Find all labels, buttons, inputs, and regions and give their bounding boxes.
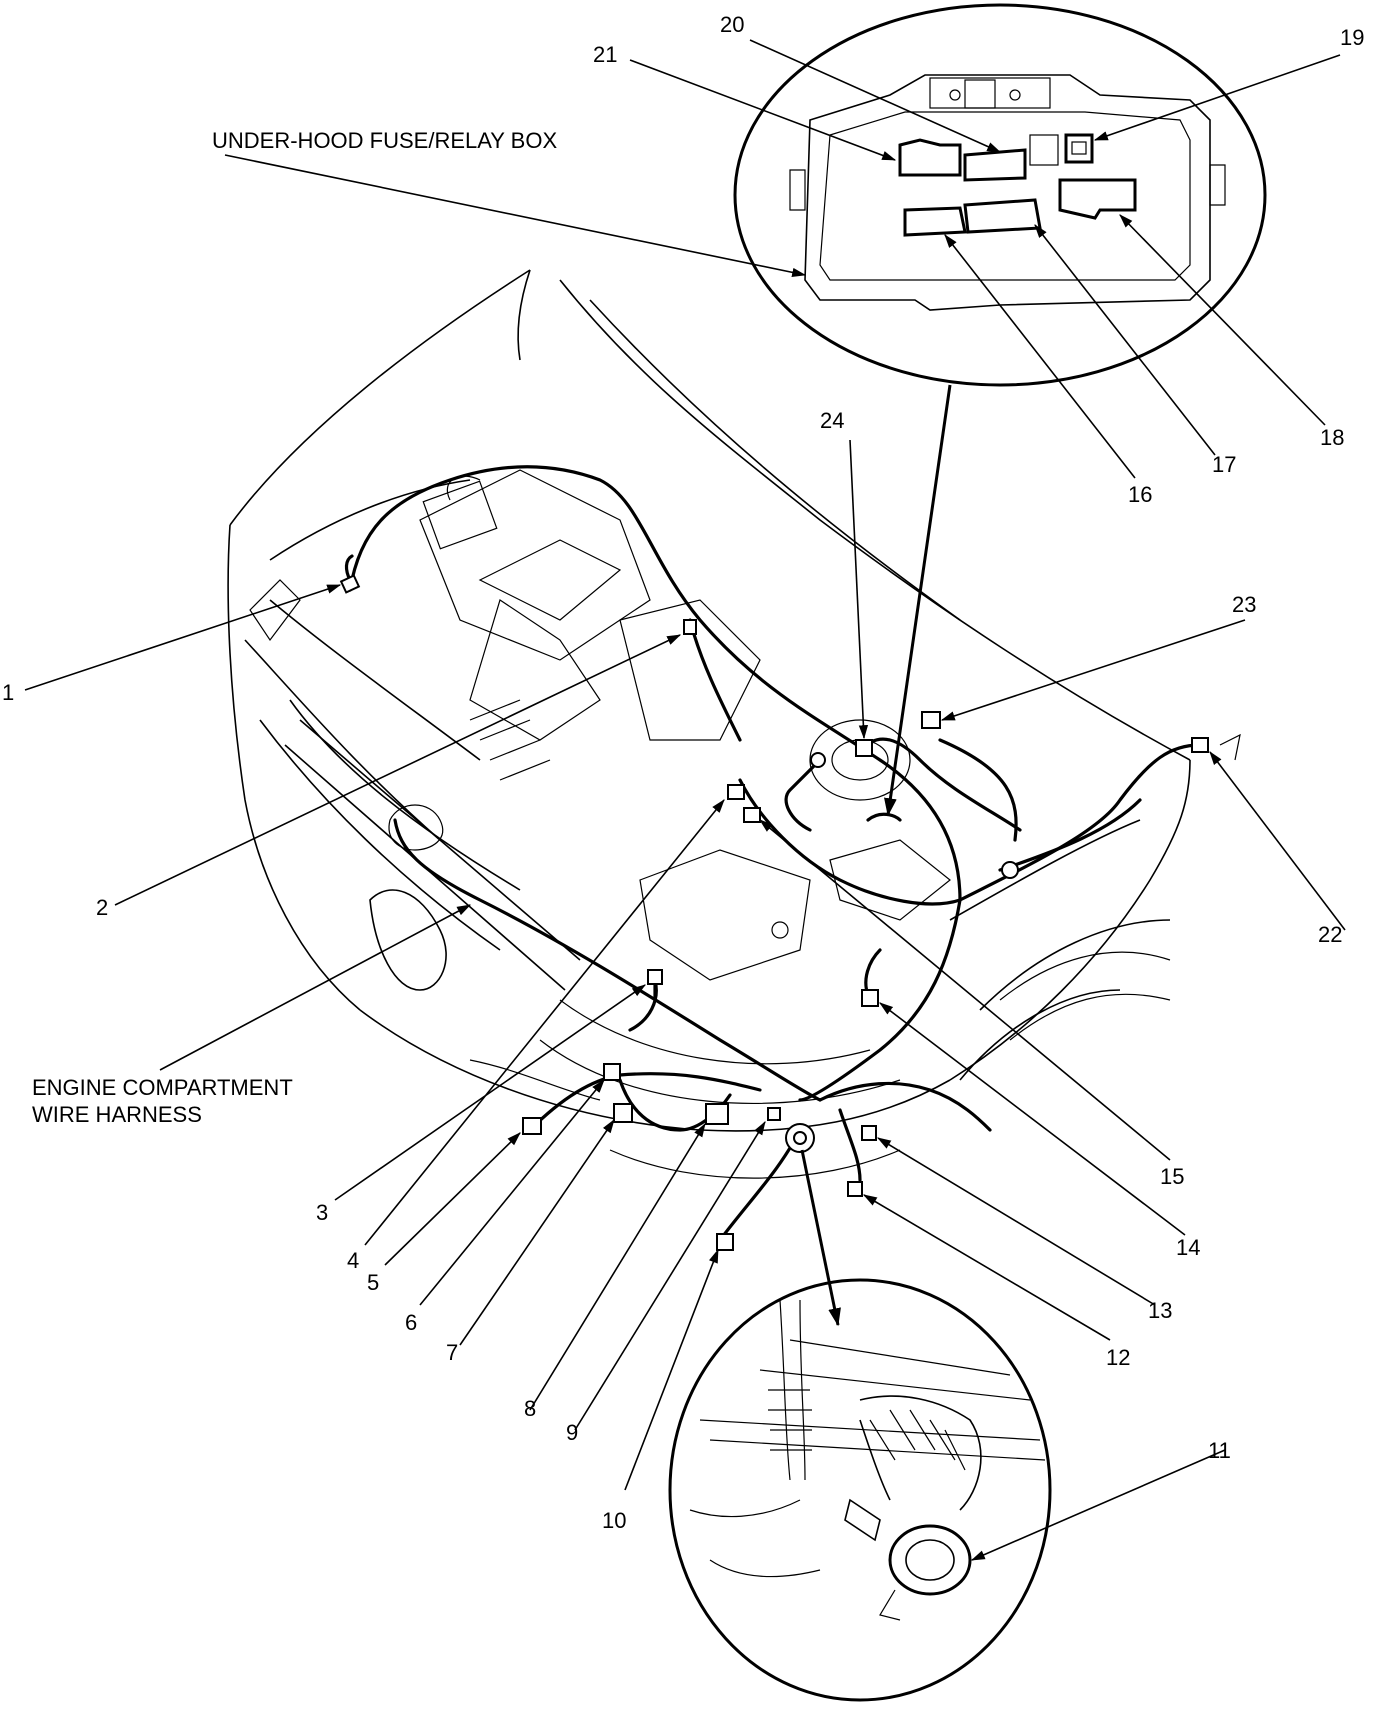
callout-22: 22 xyxy=(1318,922,1342,947)
connector-23 xyxy=(921,711,941,729)
fuse-box-connector-21 xyxy=(898,138,962,177)
callout-14: 14 xyxy=(1176,1235,1200,1260)
connector-22 xyxy=(1191,737,1209,753)
car-body-outline xyxy=(227,269,1191,1179)
fuse-box-connector-19 xyxy=(1064,133,1094,164)
connector-7 xyxy=(613,1103,633,1123)
connector-8 xyxy=(705,1103,729,1125)
connector-3 xyxy=(647,969,663,985)
callout-21: 21 xyxy=(593,42,617,67)
fuse-box-connector-16 xyxy=(903,206,967,237)
fuse-box-inset xyxy=(733,3,1267,387)
connector-10 xyxy=(716,1233,734,1251)
grommet-inset xyxy=(668,1278,1052,1702)
fuse-box-connector-20 xyxy=(963,148,1027,182)
callout-8: 8 xyxy=(524,1396,536,1421)
connectors xyxy=(339,574,1241,1251)
callout-19: 19 xyxy=(1340,25,1364,50)
callout-10: 10 xyxy=(602,1508,626,1533)
callout-4: 4 xyxy=(347,1248,359,1273)
callout-11: 11 xyxy=(1208,1438,1231,1463)
harness-caption-line2: WIRE HARNESS xyxy=(32,1102,202,1127)
fuse-box-caption: UNDER-HOOD FUSE/RELAY BOX xyxy=(212,128,557,153)
connector-12 xyxy=(847,1181,863,1197)
callout-17: 17 xyxy=(1212,452,1236,477)
fuse-box-connector-18 xyxy=(1058,178,1137,220)
fuse-box-wire xyxy=(866,812,902,822)
callout-23: 23 xyxy=(1232,592,1256,617)
callout-1: 1 xyxy=(2,680,14,705)
grommet xyxy=(888,1524,972,1596)
callout-6: 6 xyxy=(405,1310,417,1335)
callout-3: 3 xyxy=(316,1200,328,1225)
callout-16: 16 xyxy=(1128,482,1152,507)
callout-13: 13 xyxy=(1148,1298,1172,1323)
leader-lines xyxy=(24,39,1346,1561)
connector-13 xyxy=(861,1125,877,1141)
callout-7: 7 xyxy=(446,1340,458,1365)
ground-terminal xyxy=(810,752,826,768)
connector-4 xyxy=(727,784,745,800)
callout-5: 5 xyxy=(367,1270,379,1295)
callout-9: 9 xyxy=(566,1420,578,1445)
callout-24: 24 xyxy=(820,408,844,433)
ground-terminal xyxy=(1001,861,1019,879)
connector-9 xyxy=(767,1107,781,1121)
connector-15 xyxy=(743,807,761,823)
callout-12: 12 xyxy=(1106,1345,1130,1370)
inset-circle xyxy=(733,3,1267,387)
callout-15: 15 xyxy=(1160,1164,1184,1189)
fuse-box-connector-17 xyxy=(963,198,1042,234)
bracket xyxy=(1219,733,1241,761)
grommet-center xyxy=(793,1131,807,1145)
callout-18: 18 xyxy=(1320,425,1344,450)
connector-6 xyxy=(603,1063,621,1081)
connector-24 xyxy=(855,739,873,757)
fuse-box-pointer-arrow xyxy=(884,384,952,817)
callout-20: 20 xyxy=(720,12,744,37)
grommet-pointer-arrow xyxy=(800,1149,841,1327)
callout-2: 2 xyxy=(96,895,108,920)
callout-numbers: 1 2 3 4 5 6 7 8 9 10 11 12 13 14 15 16 1… xyxy=(2,12,1364,1533)
connector-5 xyxy=(522,1117,542,1135)
fuse-box-housing xyxy=(804,74,1211,311)
connector-2 xyxy=(683,619,697,635)
wire-harness-routing xyxy=(344,465,1202,1242)
harness-caption-line1: ENGINE COMPARTMENT xyxy=(32,1075,293,1100)
inset-circle xyxy=(668,1278,1052,1702)
connector-14 xyxy=(861,989,879,1007)
connector-1 xyxy=(339,574,361,594)
